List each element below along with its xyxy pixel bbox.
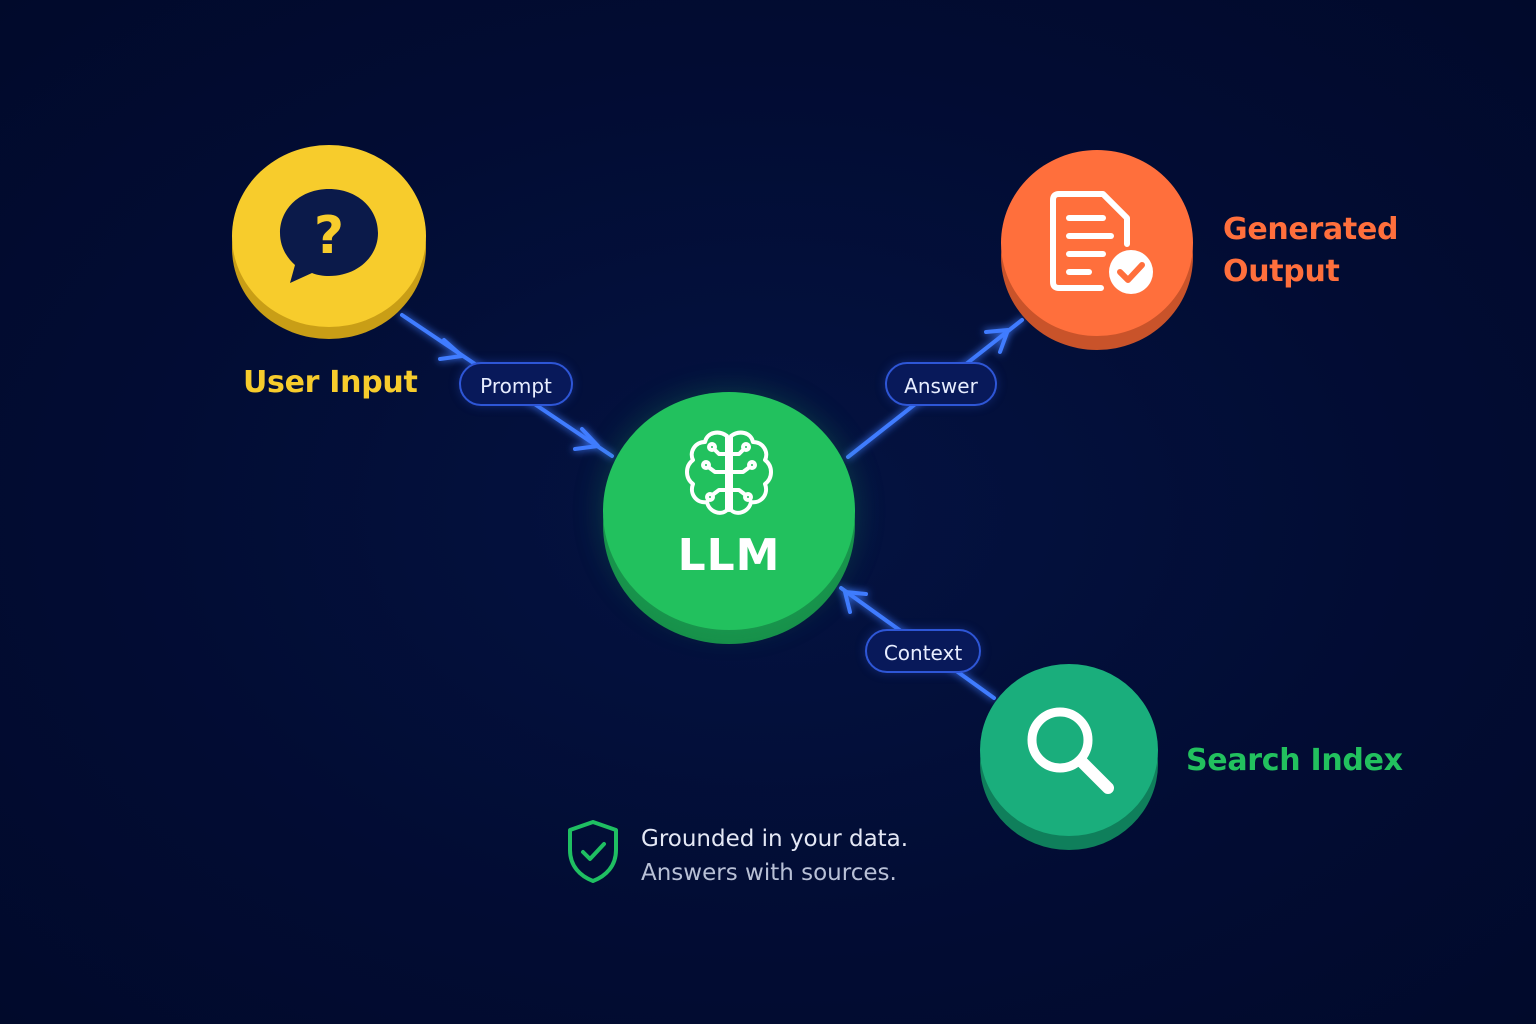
edge-answer-arrow [984, 328, 1010, 354]
generated-output-node[interactable] [1001, 150, 1193, 350]
brain-circuit-icon [679, 426, 779, 526]
edge-label-answer: Answer [885, 362, 997, 406]
magnifier-icon [1020, 700, 1120, 800]
search-index-node[interactable] [980, 664, 1158, 850]
edge-prompt-arrow-1 [438, 338, 464, 361]
tagline-line1: Grounded in your data. [641, 826, 909, 852]
edge-prompt-arrow-2 [573, 427, 600, 451]
llm-label: LLM [677, 530, 781, 581]
search-index-label: Search Index [1186, 743, 1403, 778]
shield-check-icon [566, 818, 620, 884]
user-input-node[interactable]: ? [232, 145, 426, 339]
llm-node[interactable]: LLM [603, 392, 855, 644]
question-bubble-icon: ? [274, 181, 384, 291]
svg-text:?: ? [314, 206, 344, 266]
edge-label-prompt: Prompt [459, 362, 573, 406]
generated-output-label-line1: Generated [1223, 212, 1399, 247]
edge-label-context: Context [865, 629, 981, 673]
user-input-label: User Input [243, 365, 418, 400]
tagline-line2: Answers with sources. [641, 860, 897, 886]
document-check-icon [1045, 188, 1161, 304]
generated-output-label-line2: Output [1223, 254, 1340, 289]
edge-context-arrow [843, 590, 868, 614]
